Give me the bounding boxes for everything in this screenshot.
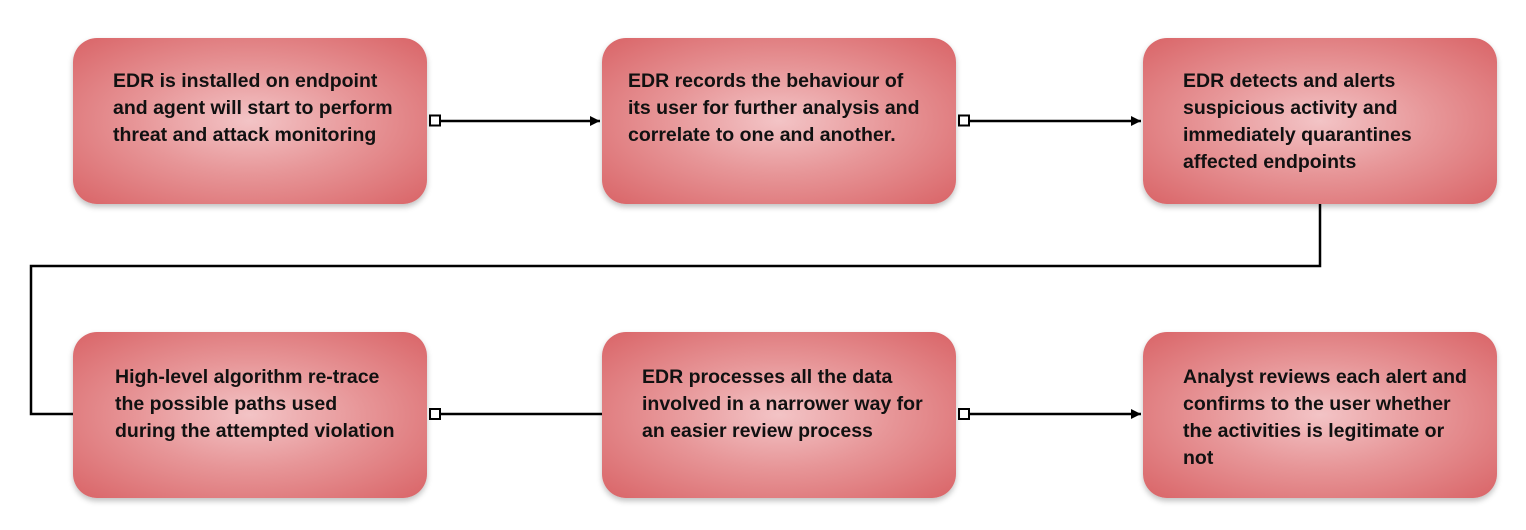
step-box-review: Analyst reviews each alert and confirms …: [1143, 332, 1497, 498]
step-box-record: EDR records the behaviour of its user fo…: [602, 38, 956, 204]
step-box-install: EDR is installed on endpoint and agent w…: [73, 38, 427, 204]
step-text-retrace: High-level algorithm re-trace the possib…: [115, 366, 395, 442]
step-box-retrace: High-level algorithm re-trace the possib…: [73, 332, 427, 498]
step-text-process: EDR processes all the data involved in a…: [642, 366, 923, 442]
connector-step3-to-step4: [29, 204, 1322, 416]
step-box-detect: EDR detects and alerts suspicious activi…: [1143, 38, 1497, 204]
connector-step2-to-step3: [958, 114, 1141, 127]
connector-step1-to-step2: [429, 114, 600, 127]
connector-step5-to-step6: [958, 408, 1141, 420]
step-box-process: EDR processes all the data involved in a…: [602, 332, 956, 498]
step-text-install: EDR is installed on endpoint and agent w…: [113, 70, 393, 146]
step-text-record: EDR records the behaviour of its user fo…: [628, 70, 920, 146]
connector-step4-to-step5: [429, 408, 602, 420]
step-text-review: Analyst reviews each alert and confirms …: [1183, 366, 1467, 469]
step-text-detect: EDR detects and alerts suspicious activi…: [1183, 70, 1412, 173]
